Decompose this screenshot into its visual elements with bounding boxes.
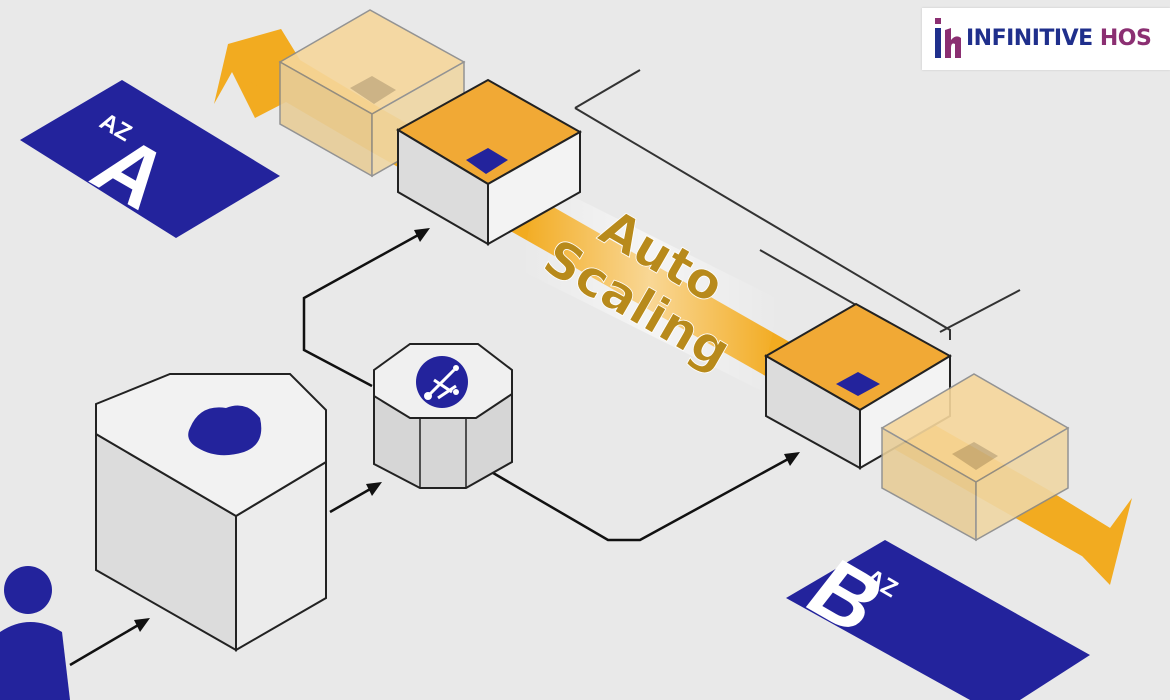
brand-logo: INFINITIVE HOS [922, 8, 1170, 70]
instance-chip-icon [836, 372, 880, 396]
brand-mark-icon [935, 18, 961, 58]
waf-to-lb-line [329, 486, 373, 514]
ghost-chip-b [952, 442, 998, 470]
zone-a-plate [20, 80, 280, 238]
shield-icon [188, 405, 262, 456]
ghost-chip-a [350, 76, 396, 104]
brand-name-primary: INFINITIVE [966, 26, 1093, 51]
lb-to-instance-a-line [302, 232, 421, 388]
zone-a-label: AZ A [20, 80, 280, 238]
arrow-heads [134, 228, 800, 632]
band-highlight [520, 180, 780, 390]
user-to-waf-line [69, 622, 141, 667]
zone-b-label: AZ B [786, 540, 1090, 700]
load-balancer [373, 343, 513, 489]
zone-b-plate [786, 540, 1090, 700]
user-icon [0, 566, 70, 700]
connection-arrows [69, 232, 791, 667]
instance-a [396, 78, 583, 246]
instance-chip-icon [466, 148, 508, 174]
arrow-head-left [214, 29, 300, 104]
ghost-instance-b [880, 373, 1070, 542]
load-balancer-icon [416, 356, 468, 408]
arrow-head-right [1040, 488, 1132, 585]
brand-name-secondary: HOS [1099, 26, 1152, 51]
lb-to-instance-b-line [487, 456, 791, 542]
waf-shield-block [95, 373, 327, 652]
brand-name: INFINITIVE HOS [966, 26, 1152, 51]
